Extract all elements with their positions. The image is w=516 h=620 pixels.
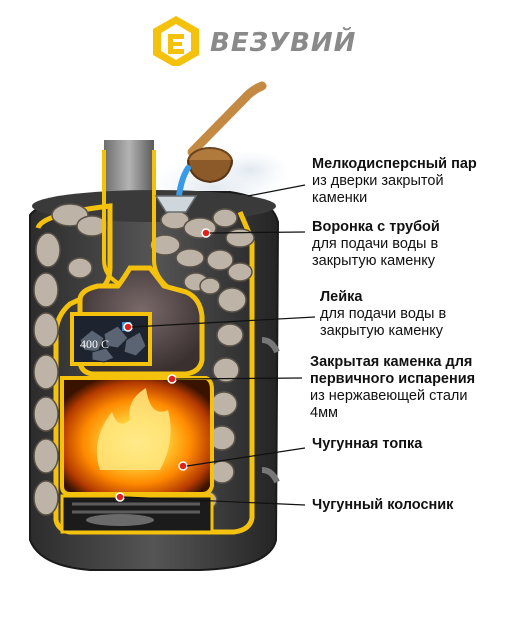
water-funnel [154,195,198,213]
chamber-wall [152,150,170,289]
callout-subtitle: для подачи воды в [312,236,439,252]
dark-stones [79,325,147,363]
callout-subtitle: из дверки закрытой [312,173,444,189]
callout-closed-stone-chamber: Закрытая каменка для первичного испарени… [310,354,475,422]
ash [86,514,154,526]
callout-subtitle: для подачи воды в [320,306,447,322]
temperature-label: 400 С [80,337,109,351]
callout-subtitle: закрытую каменку [312,253,436,269]
callout-subtitle: из нержавеющей стали [310,388,468,404]
callout-title: Чугунная топка [312,436,423,452]
callout-title: Мелкодисперсный пар [312,156,477,172]
callout-title: первичного испарения [310,371,476,387]
callout-title: Воронка с трубой [312,219,440,235]
callout-subtitle: 4мм [310,405,339,421]
flame [96,388,171,470]
callout-funnel: Воронка с трубой для подачи воды в закры… [312,219,440,270]
callout-fine-steam: Мелкодисперсный пар из дверки закрытой к… [312,156,477,207]
callout-subtitle: закрытую каменку [320,323,444,339]
stove-band [261,337,280,354]
callout-title: Лейка [320,289,363,305]
brand-name: ВЕЗУВИЙ [210,28,357,58]
callout-title: Закрытая каменка для [310,354,473,370]
callout-watering-can: Лейка для подачи воды в закрытую каменку [320,289,446,340]
ladle-icon [187,81,267,184]
cast-iron-grate [72,502,200,514]
callout-grate: Чугунный колосник [312,497,453,514]
vezuvii-logo-icon [153,16,199,68]
chamber-wall [102,150,120,285]
callout-title: Чугунный колосник [312,497,454,513]
leader-lines [123,184,316,506]
ash-pit [60,494,214,534]
callout-subtitle: каменки [312,190,368,206]
brand-header: ВЕЗУВИЙ [150,14,355,70]
stove-band [261,467,280,484]
callout-firebox: Чугунная топка [312,436,422,453]
